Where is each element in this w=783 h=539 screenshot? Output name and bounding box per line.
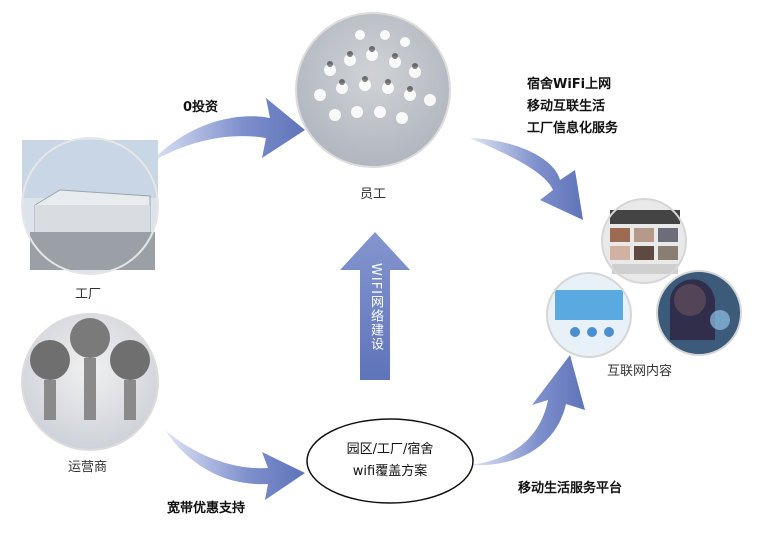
node-label-operators: 运营商 — [68, 460, 108, 475]
edge-label-mobile-platform: 移动生活服务平台 — [518, 481, 623, 496]
arrow-wifi-build — [340, 232, 410, 380]
content-photo-app — [546, 272, 632, 358]
employees-photo — [295, 12, 451, 168]
arrow-center-to-content — [470, 355, 585, 466]
center-ellipse — [306, 418, 474, 504]
factory-photo — [21, 137, 159, 275]
edge-label-broadband-support: 宽带优惠支持 — [167, 501, 246, 516]
center-text: 园区/工厂/宿舍 wifi覆盖方案 — [307, 439, 473, 483]
operators-photo — [21, 313, 159, 451]
arrow-employees-to-content — [470, 138, 583, 220]
node-label-internet-content: 互联网内容 — [607, 364, 673, 379]
service-item-mobile-life: 移动互联生活 — [527, 99, 606, 114]
edge-label-employee-services: 宿舍WiFi上网 移动互联生活 工厂信息化服务 — [527, 74, 618, 140]
node-label-factory: 工厂 — [75, 287, 102, 302]
content-photo-video — [601, 198, 687, 284]
service-item-dorm-wifi: 宿舍WiFi上网 — [527, 77, 612, 92]
content-photo-game — [656, 270, 742, 356]
arrow-operators-to-center — [165, 430, 305, 500]
service-item-factory-it: 工厂信息化服务 — [527, 121, 619, 136]
edge-label-zero-investment: 0投资 — [183, 100, 219, 115]
arrow-factory-to-employees — [150, 98, 305, 163]
center-text-line2: wifi覆盖方案 — [352, 464, 428, 479]
node-label-employees: 员工 — [360, 187, 387, 202]
edge-label-wifi-build: WIFI网络建设 — [368, 263, 383, 351]
center-text-line1: 园区/工厂/宿舍 — [346, 442, 434, 457]
